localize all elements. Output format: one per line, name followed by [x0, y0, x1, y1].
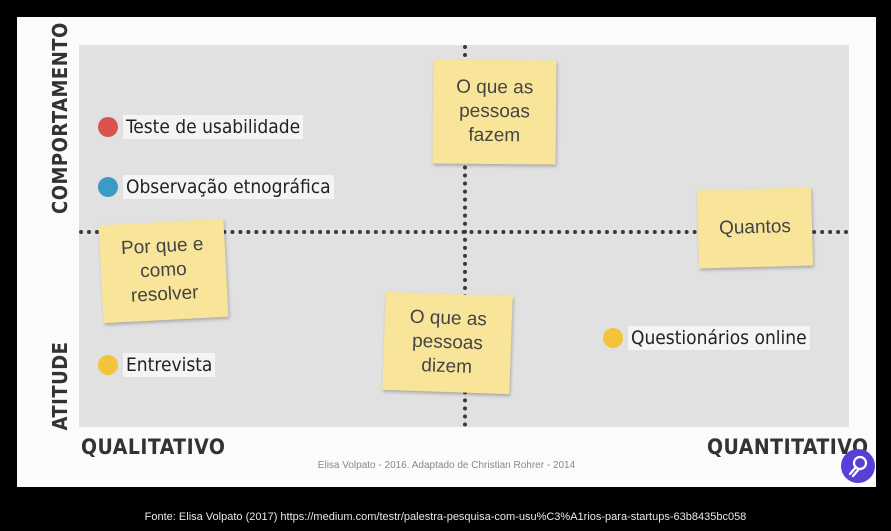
sticky-note-o-que-as-pessoas-fazem: O que as pessoas fazem	[432, 59, 557, 165]
method-label: Entrevista	[123, 353, 216, 377]
method-entrevista: Entrevista	[98, 353, 216, 377]
method-label: Observação etnográfica	[123, 175, 334, 199]
method-questionarios-online: Questionários online	[603, 326, 810, 350]
sticky-note-o-que-as-pessoas-dizem: O que as pessoas dizem	[382, 291, 513, 395]
sticky-note-por-que-e-como-resolver: Por que e como resolver	[98, 218, 229, 324]
method-label: Teste de usabilidade	[123, 115, 304, 139]
axis-label-atitude: ATITUDE	[48, 341, 72, 431]
method-label: Questionários online	[628, 326, 810, 350]
red-dot-icon	[98, 117, 118, 137]
credit-text: Elisa Volpato - 2016. Adaptado de Christ…	[317, 460, 576, 471]
method-teste-de-usabilidade: Teste de usabilidade	[98, 115, 304, 139]
sticky-note-quantos: Quantos	[696, 187, 814, 269]
brand-logo-icon	[841, 449, 875, 483]
axis-label-qualitativo: QUALITATIVO	[81, 435, 226, 459]
axis-label-quantitativo: QUANTITATIVO	[707, 435, 869, 459]
method-observacao-etnografica: Observação etnográfica	[98, 175, 334, 199]
yellow-dot-icon	[98, 355, 118, 375]
axis-label-comportamento: COMPORTAMENTO	[48, 22, 72, 214]
vertical-divider	[463, 45, 467, 427]
slide: COMPORTAMENTO ATITUDE QUALITATIVO QUANTI…	[17, 17, 876, 487]
logo-glyph	[848, 455, 868, 478]
source-footer: Fonte: Elisa Volpato (2017) https://medi…	[144, 511, 747, 523]
blue-dot-icon	[98, 177, 118, 197]
yellow-dot-icon	[603, 328, 623, 348]
